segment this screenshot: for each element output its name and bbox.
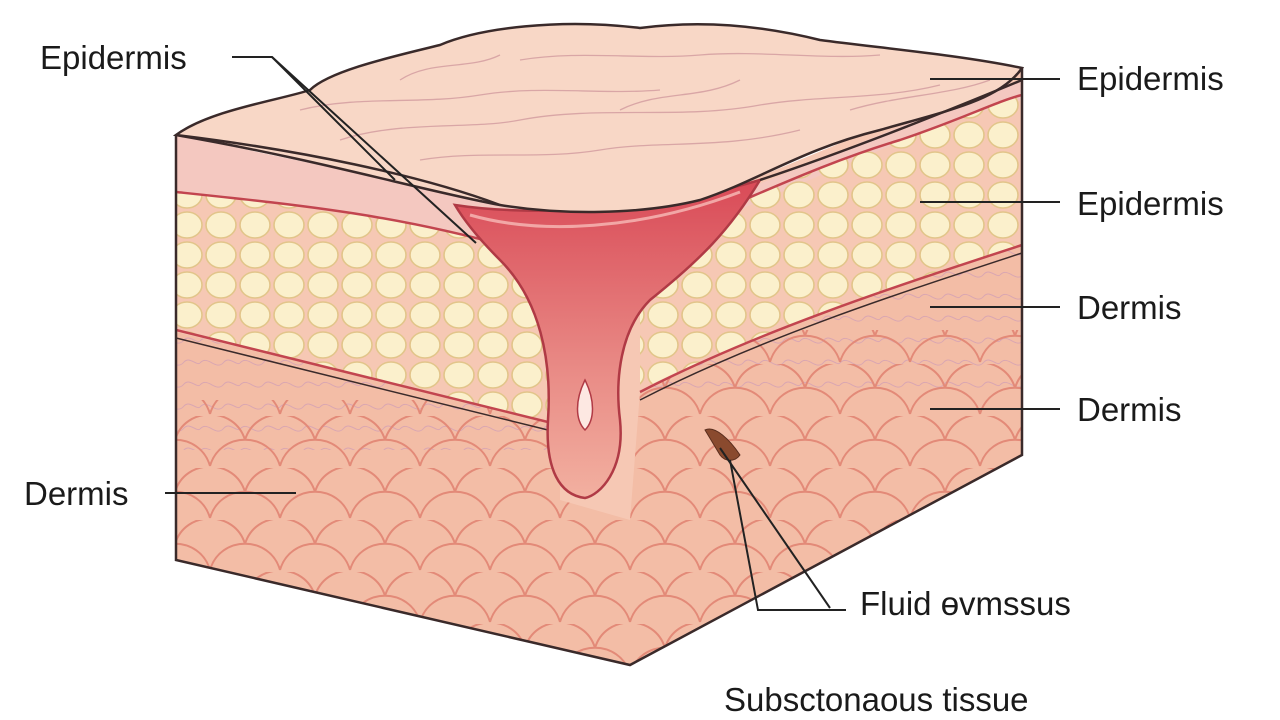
label-dermis-right-2: Dermis: [1077, 391, 1182, 428]
label-fluid: Fluid ɵvmssus: [860, 585, 1071, 622]
label-dermis-right-1: Dermis: [1077, 289, 1182, 326]
label-epidermis-right-2: Epidermis: [1077, 185, 1224, 222]
label-epidermis-left: Epidermis: [40, 39, 187, 76]
leader-fluid-2: [729, 459, 846, 611]
leader-fluid-1: [719, 447, 831, 609]
label-subcutaneous: Subsctonaous tissue: [724, 681, 1029, 718]
leader-lines: [165, 56, 1060, 611]
leader-left-top-2: [271, 56, 477, 244]
fluid-pocket: [452, 177, 763, 500]
block-outline: [174, 68, 1024, 667]
top-surface: [172, 22, 1025, 214]
label-dermis-left: Dermis: [24, 475, 129, 512]
label-epidermis-right-1: Epidermis: [1077, 60, 1224, 97]
